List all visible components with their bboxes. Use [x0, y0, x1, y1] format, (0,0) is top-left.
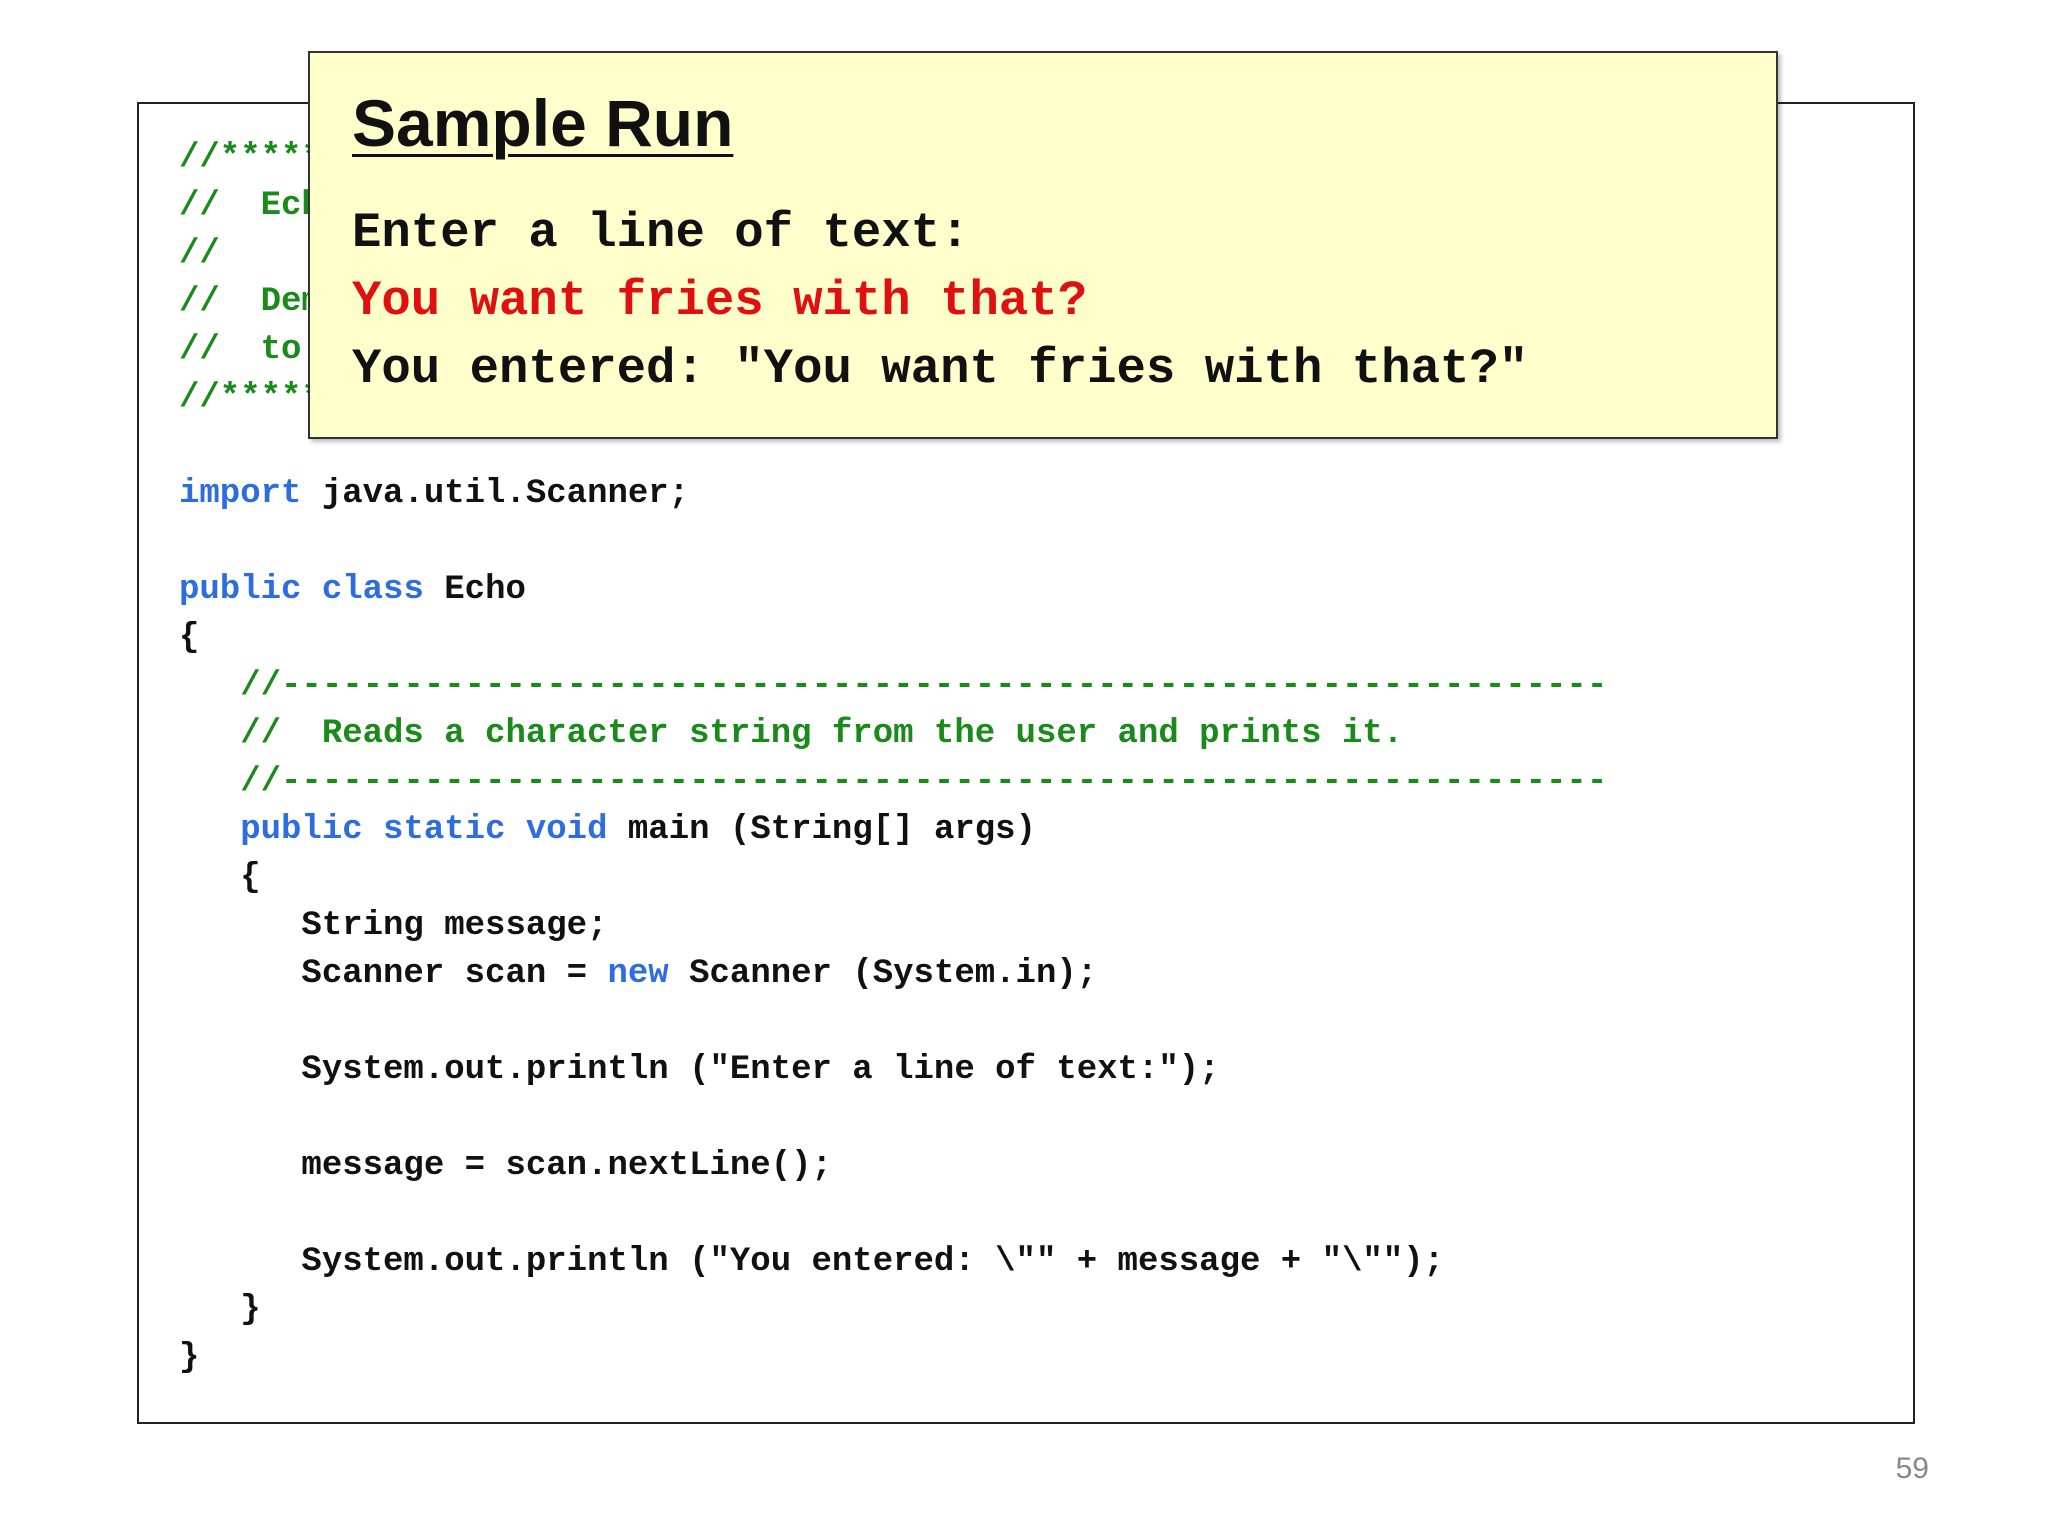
sample-run-output: Enter a line of text: You want fries with…: [352, 199, 1528, 403]
code-keyword: new: [607, 955, 669, 993]
sample-run-callout: Sample Run Enter a line of text: You want…: [308, 51, 1778, 439]
code-text: }: [179, 1291, 261, 1329]
sample-run-output-line: Enter a line of text:: [352, 205, 970, 261]
page-number: 59: [1895, 1452, 1929, 1485]
code-line: {: [179, 854, 1689, 902]
code-line: public static void main (String[] args): [179, 806, 1689, 854]
code-text: [179, 811, 240, 849]
code-text: [505, 811, 525, 849]
sample-run-title: Sample Run: [352, 86, 734, 160]
code-text: [363, 811, 383, 849]
code-line: Scanner scan = new Scanner (System.in);: [179, 950, 1689, 998]
code-line: [179, 1190, 1689, 1238]
code-text: {: [179, 619, 200, 657]
code-text: Echo: [423, 571, 526, 609]
code-line: [179, 1094, 1689, 1142]
code-text: message = scan.nextLine();: [179, 1147, 832, 1185]
code-text: main (String[] args): [607, 811, 1036, 849]
sample-run-user-input: You want fries with that?: [352, 273, 1088, 329]
code-line: System.out.println ("Enter a line of tex…: [179, 1046, 1689, 1094]
code-text: }: [179, 1339, 200, 1377]
code-text: System.out.println ("Enter a line of tex…: [179, 1051, 1220, 1089]
code-keyword: public: [240, 811, 363, 849]
code-text: Scanner (System.in);: [668, 955, 1098, 993]
code-text: System.out.println ("You entered: \"" + …: [179, 1243, 1445, 1281]
code-line: // Reads a character string from the use…: [179, 710, 1689, 758]
code-keyword: class: [321, 571, 424, 609]
code-line: }: [179, 1334, 1689, 1382]
code-line: }: [179, 1286, 1689, 1334]
code-line: {: [179, 614, 1689, 662]
code-text: String message;: [179, 907, 608, 945]
code-line: String message;: [179, 902, 1689, 950]
code-line: public class Echo: [179, 566, 1689, 614]
code-text: Scanner scan =: [179, 955, 608, 993]
code-line: System.out.println ("You entered: \"" + …: [179, 1238, 1689, 1286]
code-text: java.util.Scanner;: [301, 475, 690, 513]
code-text: {: [179, 859, 261, 897]
code-comment: //--------------------------------------…: [179, 763, 1608, 801]
code-line: [179, 518, 1689, 566]
code-keyword: void: [525, 811, 608, 849]
code-line: message = scan.nextLine();: [179, 1142, 1689, 1190]
code-line: import java.util.Scanner;: [179, 470, 1689, 518]
sample-run-output-line: You entered: "You want fries with that?": [352, 341, 1529, 397]
code-comment: // Reads a character string from the use…: [179, 715, 1404, 753]
code-keyword: static: [383, 811, 506, 849]
code-comment: //--------------------------------------…: [179, 667, 1608, 705]
code-comment: //: [179, 235, 220, 273]
code-line: //--------------------------------------…: [179, 662, 1689, 710]
code-line: //--------------------------------------…: [179, 758, 1689, 806]
code-keyword: public: [179, 571, 302, 609]
code-line: [179, 998, 1689, 1046]
code-text: [301, 571, 321, 609]
code-line: //: [179, 230, 1689, 278]
code-keyword: import: [179, 475, 302, 513]
